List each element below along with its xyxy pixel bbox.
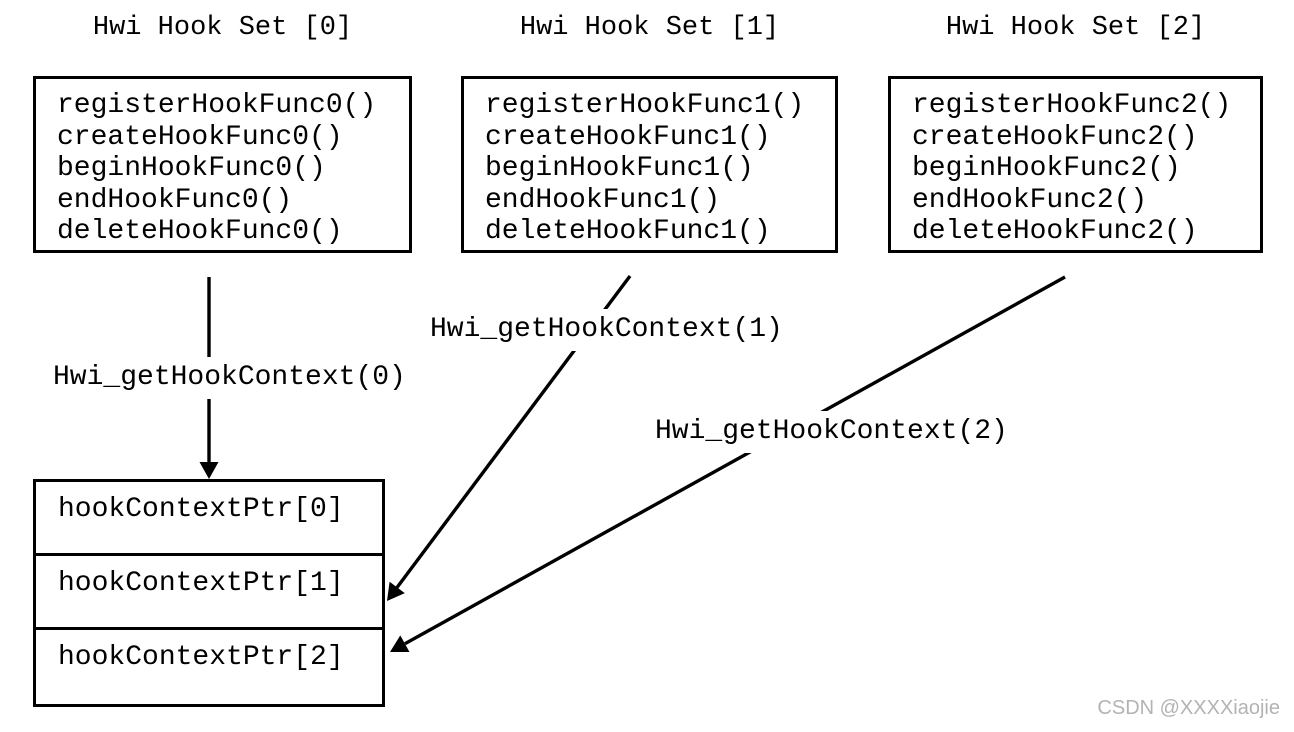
context-pointer-table: hookContextPtr[0] hookContextPtr[1] hook… <box>33 479 385 707</box>
arrow-label-get-hook-context-2: Hwi_getHookContext(2) <box>652 411 1011 453</box>
arrow-hook-set-2-to-ptr-2 <box>390 275 1066 652</box>
function-item: endHookFunc2() <box>912 184 1148 216</box>
hook-set-0-title: Hwi Hook Set [0] <box>92 13 353 43</box>
table-row-ptr-0: hookContextPtr[0] <box>36 482 382 556</box>
hook-set-2-box: registerHookFunc2() createHookFunc2() be… <box>888 76 1263 253</box>
function-item: registerHookFunc1() <box>485 90 805 121</box>
arrow-label-get-hook-context-1: Hwi_getHookContext(1) <box>427 309 786 351</box>
table-row-ptr-1: hookContextPtr[1] <box>36 556 382 630</box>
function-item: createHookFunc1() <box>485 121 771 153</box>
function-item: registerHookFunc2() <box>912 90 1232 121</box>
function-item: deleteHookFunc2() <box>912 216 1198 247</box>
hook-set-1-title: Hwi Hook Set [1] <box>519 13 780 43</box>
function-item: deleteHookFunc1() <box>485 216 771 247</box>
hook-set-2-title: Hwi Hook Set [2] <box>945 13 1206 43</box>
table-row-ptr-2: hookContextPtr[2] <box>58 642 344 673</box>
hook-set-1-box: registerHookFunc1() createHookFunc1() be… <box>461 76 838 253</box>
function-item: deleteHookFunc0() <box>57 216 343 247</box>
function-item: registerHookFunc0() <box>57 90 377 121</box>
function-item: beginHookFunc0() <box>57 153 326 184</box>
function-item: beginHookFunc2() <box>912 153 1181 184</box>
watermark: CSDN @XXXXiaojie <box>1097 697 1280 719</box>
hook-set-0-box: registerHookFunc0() createHookFunc0() be… <box>33 76 412 253</box>
function-item: endHookFunc0() <box>57 184 293 216</box>
function-item: beginHookFunc1() <box>485 153 754 184</box>
function-item: createHookFunc2() <box>912 121 1198 153</box>
arrow-label-get-hook-context-0: Hwi_getHookContext(0) <box>50 357 409 399</box>
function-item: endHookFunc1() <box>485 184 721 216</box>
function-item: createHookFunc0() <box>57 121 343 153</box>
